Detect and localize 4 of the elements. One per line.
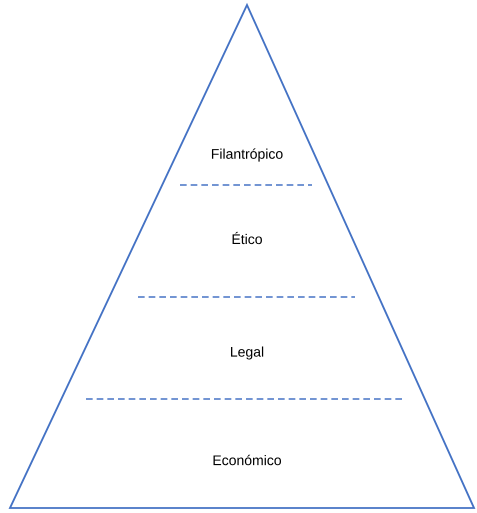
level-label: Legal	[231, 346, 264, 360]
level-label: Filantrópico	[212, 148, 283, 162]
level-label: Ético	[232, 232, 262, 244]
level-label: Económico	[214, 454, 282, 466]
